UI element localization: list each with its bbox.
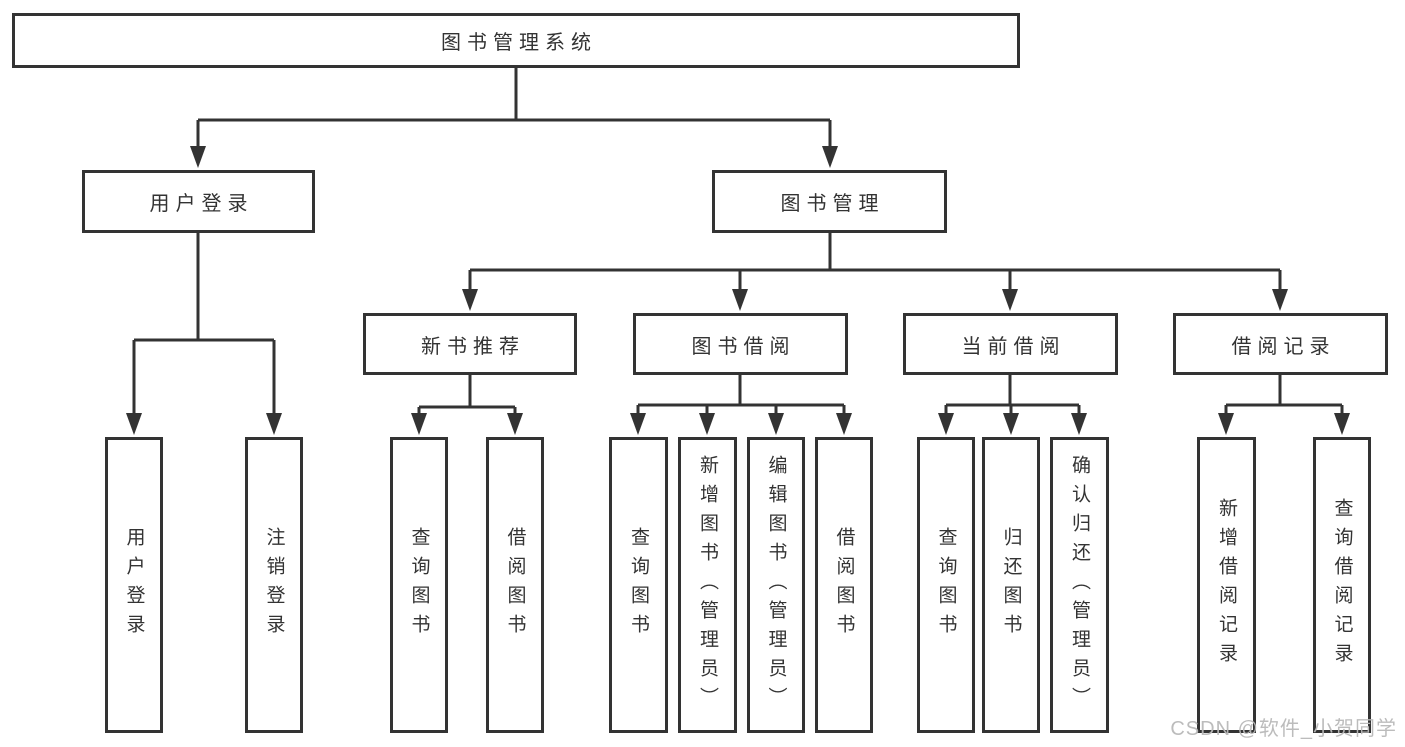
node-book-borrow: 图书借阅 <box>633 313 848 375</box>
leaf-recommend-borrow-book: 借阅图书 <box>486 437 544 733</box>
leaf-current-confirm-return-label: 确认归还（管理员） <box>1069 454 1090 716</box>
leaf-current-query-book-label: 查询图书 <box>935 527 957 643</box>
leaf-user-login-label: 用户登录 <box>123 527 145 643</box>
leaf-logout: 注销登录 <box>245 437 303 733</box>
node-root: 图书管理系统 <box>12 13 1020 68</box>
leaf-recommend-query-book-label: 查询图书 <box>408 527 430 643</box>
node-current-borrow-label: 当前借阅 <box>961 335 1066 358</box>
leaf-borrow-borrow-book-label: 借阅图书 <box>833 527 855 643</box>
node-user-login-label: 用户登录 <box>149 193 254 215</box>
leaf-records-query-record: 查询借阅记录 <box>1313 437 1371 733</box>
leaf-logout-label: 注销登录 <box>263 527 285 643</box>
leaf-current-return-book: 归还图书 <box>982 437 1040 733</box>
leaf-current-confirm-return: 确认归还（管理员） <box>1050 437 1109 733</box>
leaf-borrow-query-book-label: 查询图书 <box>628 527 649 643</box>
node-new-book-recommend-label: 新书推荐 <box>421 335 525 358</box>
leaf-current-return-book-label: 归还图书 <box>1000 527 1022 643</box>
node-new-book-recommend: 新书推荐 <box>363 313 577 375</box>
node-book-management-label: 图书管理 <box>780 193 885 215</box>
leaf-records-query-record-label: 查询借阅记录 <box>1331 498 1353 672</box>
node-root-label: 图书管理系统 <box>441 32 597 54</box>
node-book-management: 图书管理 <box>712 170 947 233</box>
node-current-borrow: 当前借阅 <box>903 313 1118 375</box>
node-borrow-records-label: 借阅记录 <box>1231 335 1336 358</box>
leaf-recommend-query-book: 查询图书 <box>390 437 448 733</box>
node-user-login: 用户登录 <box>82 170 315 233</box>
leaf-borrow-edit-book: 编辑图书（管理员） <box>747 437 805 733</box>
leaf-records-add-record-label: 新增借阅记录 <box>1216 498 1237 672</box>
leaf-borrow-query-book: 查询图书 <box>609 437 668 733</box>
leaf-borrow-add-book-label: 新增图书（管理员） <box>697 454 718 716</box>
leaf-records-add-record: 新增借阅记录 <box>1197 437 1256 733</box>
leaf-borrow-add-book: 新增图书（管理员） <box>678 437 737 733</box>
leaf-borrow-borrow-book: 借阅图书 <box>815 437 873 733</box>
node-borrow-records: 借阅记录 <box>1173 313 1388 375</box>
node-book-borrow-label: 图书借阅 <box>691 335 796 358</box>
leaf-recommend-borrow-book-label: 借阅图书 <box>504 527 526 643</box>
leaf-borrow-edit-book-label: 编辑图书（管理员） <box>765 454 787 716</box>
leaf-current-query-book: 查询图书 <box>917 437 975 733</box>
leaf-user-login: 用户登录 <box>105 437 163 733</box>
csdn-watermark: CSDN @软件_小贺同学 <box>1170 718 1397 740</box>
